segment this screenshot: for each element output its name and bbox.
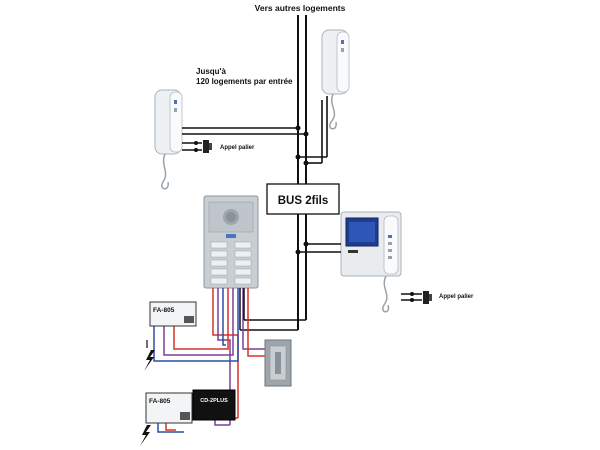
label-appel-palier-1: Appel palier: [220, 145, 255, 151]
label-fa805-top: FA-805: [153, 307, 175, 314]
label-fa805-bottom: FA-805: [149, 398, 171, 405]
label-other-apartments: Vers autres logements: [255, 3, 346, 13]
video-monitor-icon: [340, 211, 402, 313]
doorbell-icon: [203, 140, 212, 153]
bus-label-box: BUS 2fils: [266, 183, 340, 215]
door-panel-icon: [203, 195, 259, 289]
handset-icon: [154, 89, 183, 190]
doorbell-icon: [423, 291, 432, 304]
handset-wires: [182, 127, 306, 151]
electric-strike-icon: [264, 339, 292, 387]
lightning-icon: [140, 425, 151, 446]
panel-wires: [153, 288, 265, 433]
label-bus: BUS 2fils: [278, 195, 329, 207]
label-capacity-line1: Jusqu'à: [196, 67, 226, 76]
bus-return: [240, 319, 306, 331]
label-appel-palier-2: Appel palier: [439, 294, 474, 300]
handset-wires: [298, 96, 328, 164]
lightning-icon: [144, 350, 155, 371]
power-supply-icon: FA-805: [145, 392, 193, 424]
label-capacity-line2: 120 logements par entrée: [196, 77, 293, 86]
lock-icon: CD-2PLUS: [192, 389, 236, 421]
handset-icon: [321, 29, 350, 130]
label-module: CD-2PLUS: [200, 398, 228, 404]
main-bus: [297, 15, 307, 330]
power-supply-icon: FA-805: [149, 301, 197, 327]
